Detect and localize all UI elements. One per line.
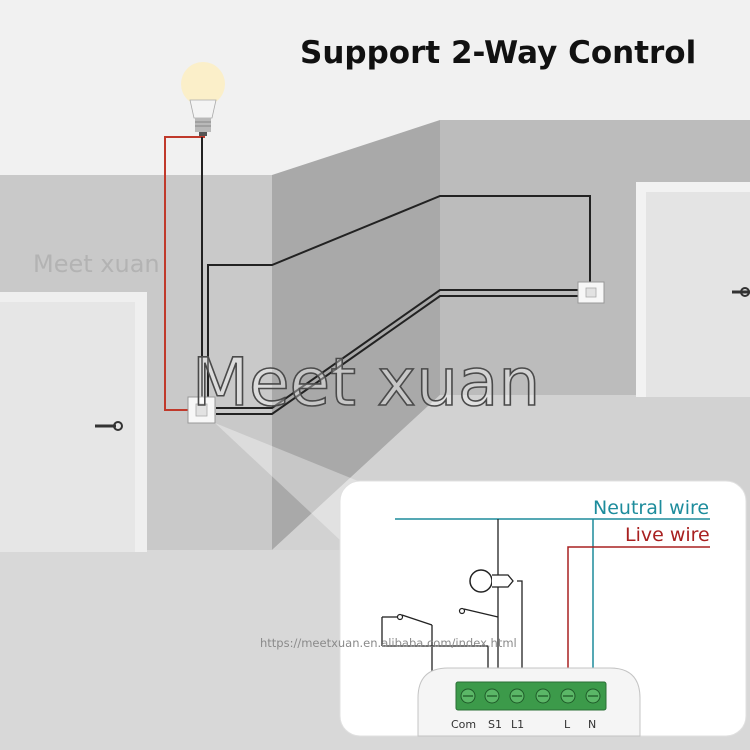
terminal-label-l1: L1 <box>511 718 524 731</box>
terminal-label-com: Com <box>451 718 476 731</box>
light-bulb-icon <box>469 569 514 593</box>
lamp-wire <box>517 580 523 685</box>
light-bulb-icon <box>181 62 225 136</box>
terminal-screws <box>460 688 601 704</box>
source-url: https://meetxuan.en.alibaba.com/index.ht… <box>260 636 517 650</box>
live-line <box>567 546 710 685</box>
terminal-label-s1: S1 <box>488 718 502 731</box>
neutral-wire-label: Neutral wire <box>593 497 709 519</box>
wiring-inset: Neutral wire Live wire <box>339 480 747 737</box>
switch-contacts <box>381 607 499 685</box>
door-handle-icon <box>95 421 123 431</box>
live-wire-to-bulb <box>164 136 205 411</box>
traveler-wire-3 <box>216 295 578 415</box>
traveler-wire-2 <box>216 289 578 409</box>
door-handle-icon <box>732 287 750 297</box>
terminal-label-l: L <box>564 718 571 731</box>
traveler-wire-1 <box>207 195 591 400</box>
right-door <box>646 192 750 397</box>
terminal-label-n: N <box>588 718 596 731</box>
title: Support 2-Way Control <box>300 35 696 71</box>
wall-switch-icon <box>577 281 605 304</box>
terminal-block <box>455 681 607 711</box>
live-wire-label: Live wire <box>625 524 710 546</box>
watermark-small: Meet xuan <box>33 250 160 278</box>
wall-switch-icon <box>187 396 216 424</box>
watermark-large: Meet xuan <box>192 344 540 421</box>
middle-wall <box>272 120 440 550</box>
